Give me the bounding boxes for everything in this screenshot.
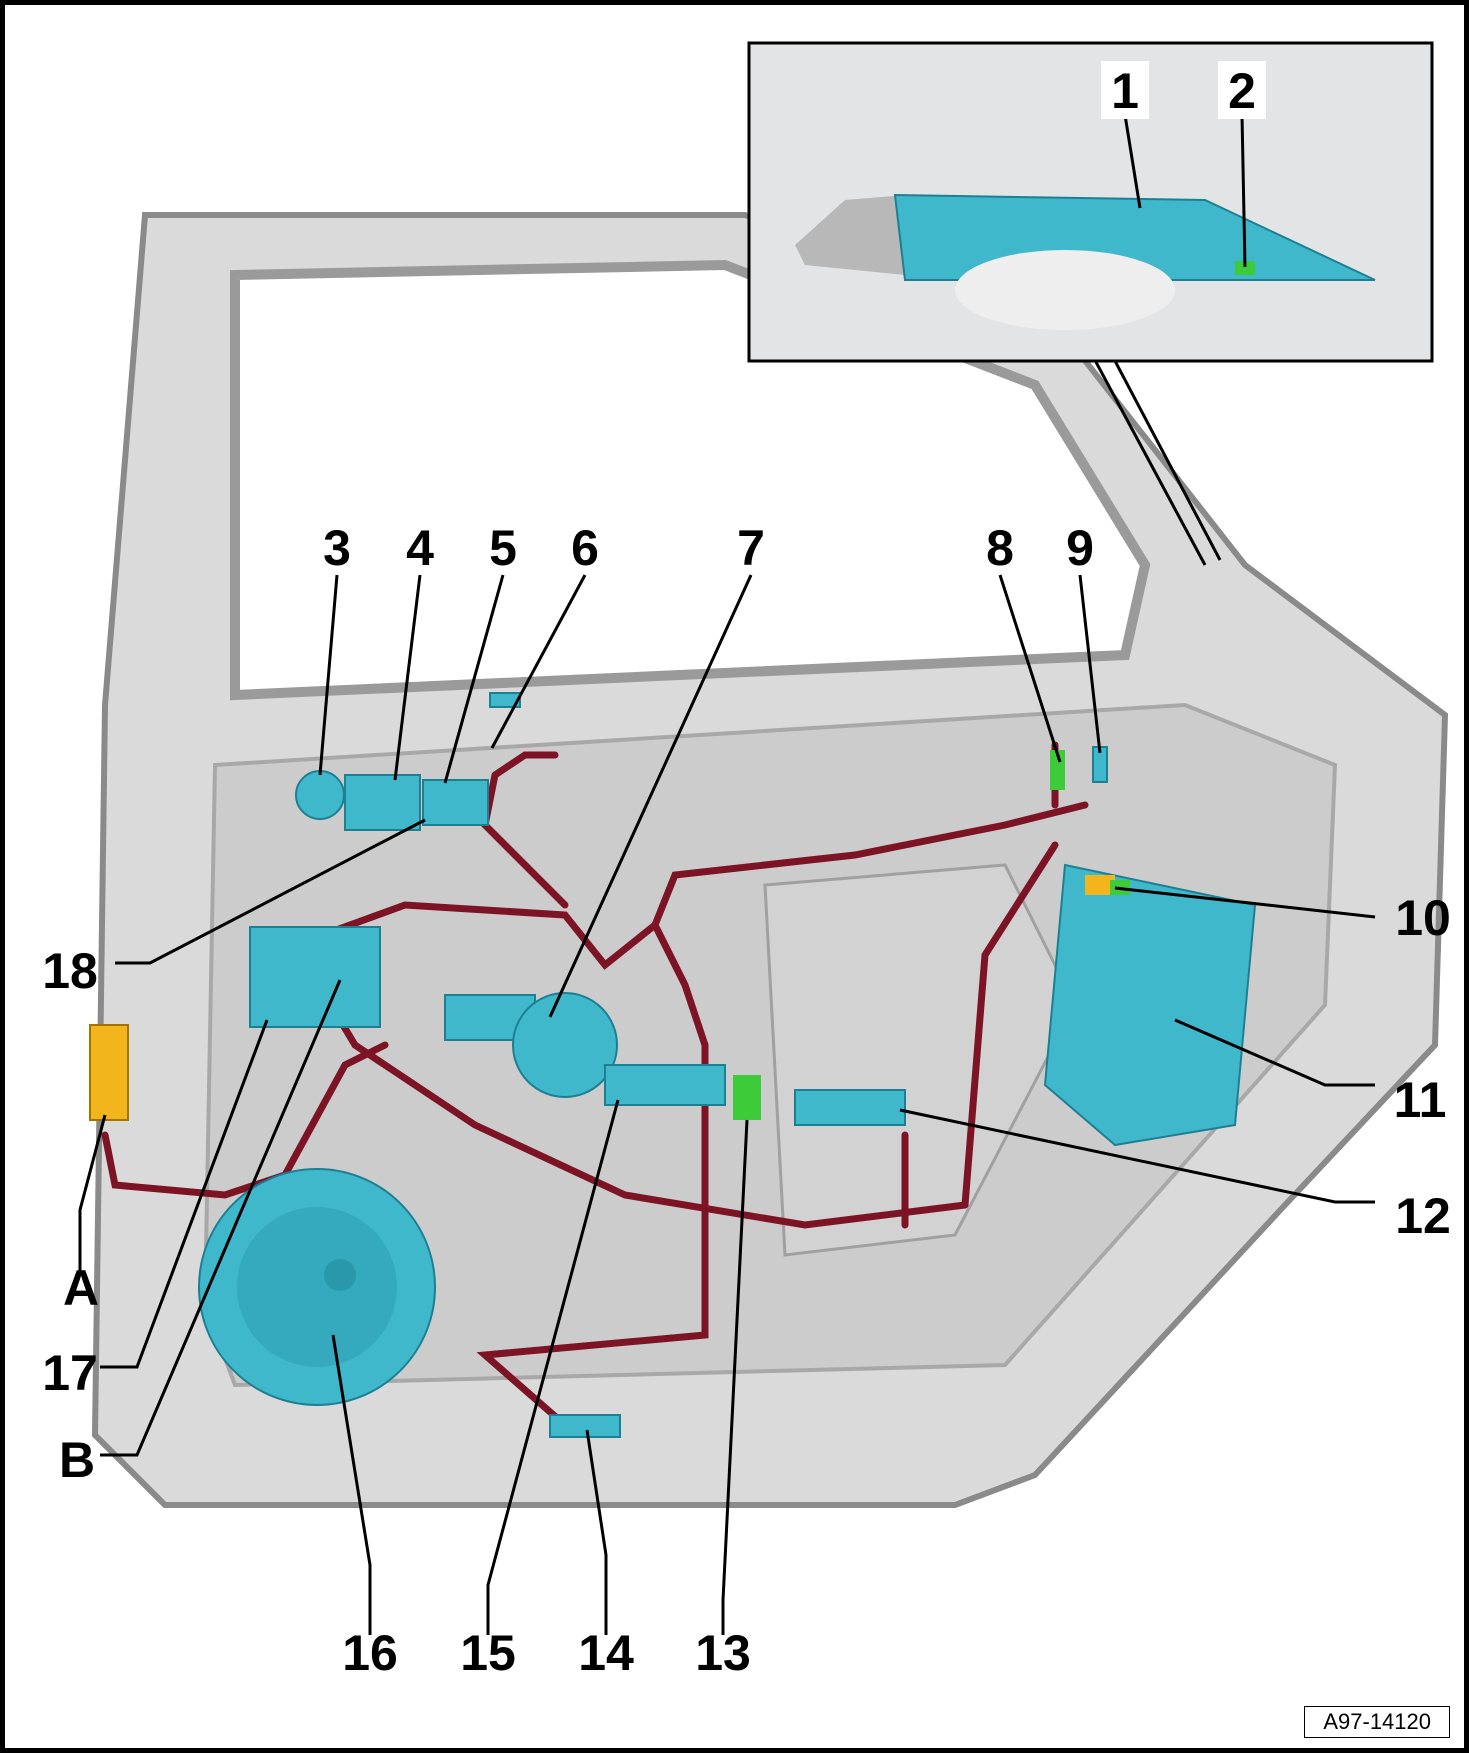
callout-12: 12 [1395, 1188, 1451, 1244]
leader-lines [78, 114, 1376, 1635]
callout-4: 4 [406, 520, 434, 576]
connector-13 [733, 1075, 761, 1120]
callout-5: 5 [489, 520, 517, 576]
callout-2: 2 [1228, 63, 1256, 119]
components [89, 692, 1257, 1438]
connector-8 [1050, 750, 1065, 790]
component-6 [489, 692, 521, 708]
callout-A: A [63, 1260, 99, 1316]
door-handle-inset [747, 41, 1434, 566]
callout-14: 14 [578, 1625, 634, 1681]
callout-B: B [59, 1432, 95, 1488]
component-4 [344, 774, 421, 831]
callout-18: 18 [42, 943, 98, 999]
callout-3: 3 [323, 520, 351, 576]
callout-15: 15 [460, 1625, 516, 1681]
callout-10: 10 [1395, 890, 1451, 946]
component-5 [422, 779, 489, 826]
sensor-2 [1235, 261, 1255, 275]
door-wiring-diagram: 1 2 3 4 5 6 7 8 9 10 11 12 18 A 17 B 16 … [42, 41, 1451, 1681]
callout-7: 7 [737, 520, 765, 576]
callout-13: 13 [695, 1625, 751, 1681]
component-14 [549, 1414, 621, 1438]
callout-11: 11 [1394, 1072, 1447, 1128]
callout-16: 16 [342, 1625, 398, 1681]
door-lock-11 [1043, 863, 1257, 1147]
callout-labels: 1 2 3 4 5 6 7 8 9 10 11 12 18 A 17 B 16 … [42, 61, 1451, 1681]
callout-8: 8 [986, 520, 1014, 576]
callout-1: 1 [1111, 63, 1139, 119]
callout-17: 17 [42, 1345, 98, 1401]
component-3 [295, 770, 345, 820]
door-shell [91, 212, 1449, 1508]
wiring-harness [101, 741, 1089, 1429]
figure-reference-code: A97-14120 [1304, 1706, 1450, 1738]
component-12 [794, 1089, 906, 1126]
component-15 [604, 1064, 726, 1106]
connector-A [89, 1024, 129, 1121]
control-unit-17 [249, 926, 381, 1028]
callout-9: 9 [1066, 520, 1094, 576]
callout-6: 6 [571, 520, 599, 576]
